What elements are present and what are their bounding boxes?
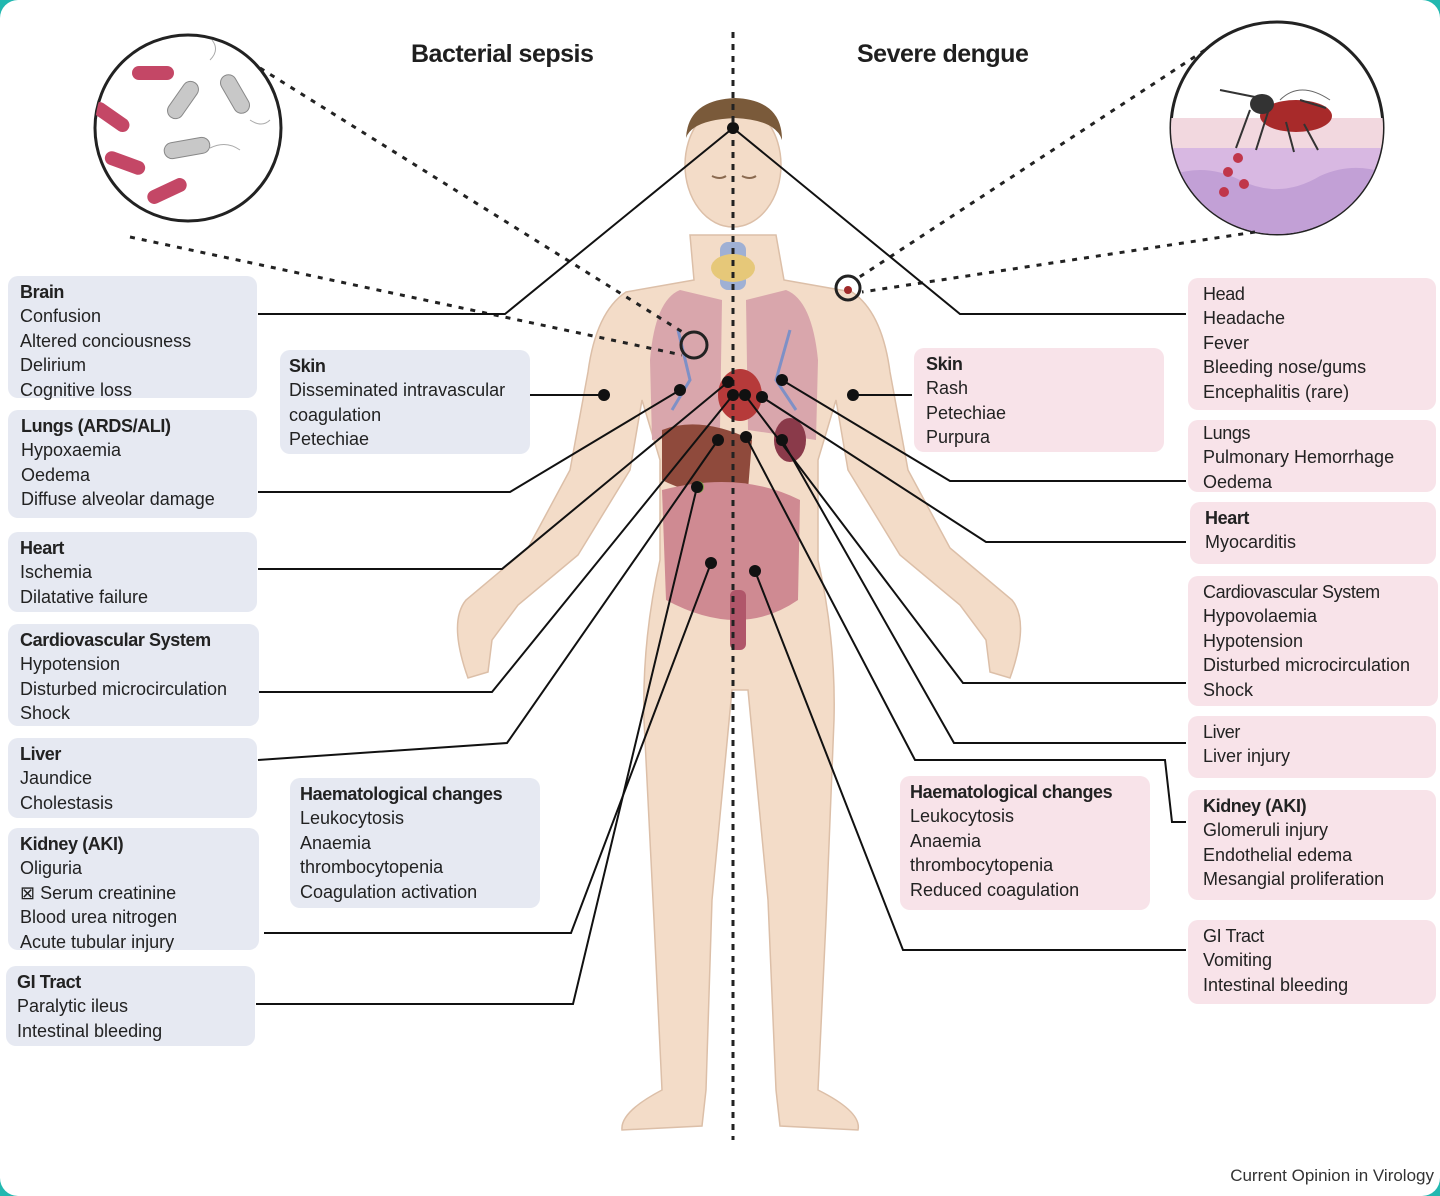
box-sepsis-cardiovascular: Cardiovascular System Hypotension Distur…: [8, 624, 259, 726]
box-dengue-heart: Heart Myocarditis: [1190, 502, 1436, 564]
box-item: Disseminated intravascular: [289, 378, 518, 402]
title-severe-dengue: Severe dengue: [857, 40, 1028, 69]
box-sepsis-lungs: Lungs (ARDS/ALI) Hypoxaemia Oedema Diffu…: [8, 410, 257, 518]
box-heading: Heart: [1205, 506, 1424, 530]
box-item: Hypovolaemia: [1203, 604, 1426, 628]
human-body-icon: [457, 98, 1020, 1130]
box-item: Altered conciousness: [20, 329, 245, 353]
box-heading: Liver: [20, 742, 245, 766]
box-item: Rash: [926, 376, 1152, 400]
box-item: Blood urea nitrogen: [20, 905, 247, 929]
box-item: Endothelial edema: [1203, 843, 1424, 867]
box-item: Dilatative failure: [20, 585, 245, 609]
box-item: Shock: [1203, 678, 1426, 702]
box-item: Petechiae: [289, 427, 518, 451]
box-sepsis-liver: Liver Jaundice Cholestasis: [8, 738, 257, 818]
box-heading: Heart: [20, 536, 245, 560]
box-item: Reduced coagulation: [910, 878, 1138, 902]
box-item: Cholestasis: [20, 791, 245, 815]
box-item: Cognitive loss: [20, 378, 245, 402]
box-heading: Cardiovascular System: [20, 628, 247, 652]
box-heading: Head: [1203, 282, 1424, 306]
mosquito-icon: [1160, 22, 1400, 240]
box-item: Oedema: [21, 463, 245, 487]
box-item: Disturbed microcirculation: [20, 677, 247, 701]
box-item: Coagulation activation: [300, 880, 528, 904]
box-sepsis-heart: Heart Ischemia Dilatative failure: [8, 532, 257, 612]
box-item: Paralytic ileus: [17, 994, 243, 1018]
box-dengue-head: Head Headache Fever Bleeding nose/gums E…: [1188, 278, 1436, 410]
box-item: Delirium: [20, 353, 245, 377]
box-heading: Liver: [1203, 720, 1424, 744]
box-item: Pulmonary Hemorrhage: [1203, 445, 1424, 469]
box-sepsis-haematological: Haematological changes Leukocytosis Anae…: [290, 778, 540, 908]
title-bacterial-sepsis: Bacterial sepsis: [411, 40, 593, 69]
box-item: Shock: [20, 701, 247, 725]
box-item: Myocarditis: [1205, 530, 1424, 554]
box-item: Fever: [1203, 331, 1424, 355]
box-item: Anaemia: [910, 829, 1138, 853]
box-item: Hypotension: [20, 652, 247, 676]
box-item: Leukocytosis: [910, 804, 1138, 828]
box-item: Hypotension: [1203, 629, 1426, 653]
box-item: coagulation: [289, 403, 518, 427]
box-sepsis-gi-tract: GI Tract Paralytic ileus Intestinal blee…: [6, 966, 255, 1046]
box-heading: GI Tract: [1203, 924, 1424, 948]
box-dengue-cardiovascular: Cardiovascular System Hypovolaemia Hypot…: [1188, 576, 1438, 706]
box-dengue-gi-tract: GI Tract Vomiting Intestinal bleeding: [1188, 920, 1436, 1004]
box-item: Leukocytosis: [300, 806, 528, 830]
box-item: Diffuse alveolar damage: [21, 487, 245, 511]
box-heading: Haematological changes: [300, 782, 528, 806]
box-item: Anaemia: [300, 831, 528, 855]
box-item: Petechiae: [926, 401, 1152, 425]
box-heading: Kidney (AKI): [20, 832, 247, 856]
box-heading: Kidney (AKI): [1203, 794, 1424, 818]
box-item: Headache: [1203, 306, 1424, 330]
box-heading: Lungs: [1203, 421, 1424, 445]
box-item: thrombocytopenia: [910, 853, 1138, 877]
box-dengue-haematological: Haematological changes Leukocytosis Anae…: [900, 776, 1150, 910]
box-item: Disturbed microcirculation: [1203, 653, 1426, 677]
box-heading: Cardiovascular System: [1203, 580, 1426, 604]
box-heading: Lungs (ARDS/ALI): [21, 414, 245, 438]
box-dengue-kidney: Kidney (AKI) Glomeruli injury Endothelia…: [1188, 790, 1436, 900]
box-sepsis-skin: Skin Disseminated intravascular coagulat…: [280, 350, 530, 454]
box-item: Encephalitis (rare): [1203, 380, 1424, 404]
box-item: Purpura: [926, 425, 1152, 449]
journal-credit: Current Opinion in Virology: [1230, 1166, 1434, 1186]
box-item: Jaundice: [20, 766, 245, 790]
box-heading: Brain: [20, 280, 245, 304]
box-heading: Skin: [926, 352, 1152, 376]
box-item: Bleeding nose/gums: [1203, 355, 1424, 379]
box-heading: Haematological changes: [910, 780, 1138, 804]
box-item: Acute tubular injury: [20, 930, 247, 954]
box-dengue-lungs: Lungs Pulmonary Hemorrhage Oedema: [1188, 420, 1436, 492]
box-item: Liver injury: [1203, 744, 1424, 768]
box-item: Confusion: [20, 304, 245, 328]
box-heading: Skin: [289, 354, 518, 378]
box-item: Vomiting: [1203, 948, 1424, 972]
box-item: Oliguria: [20, 856, 247, 880]
box-sepsis-brain: Brain Confusion Altered conciousness Del…: [8, 276, 257, 398]
box-item: Intestinal bleeding: [1203, 973, 1424, 997]
box-dengue-skin: Skin Rash Petechiae Purpura: [914, 348, 1164, 452]
box-sepsis-kidney: Kidney (AKI) Oliguria ⊠ Serum creatinine…: [8, 828, 259, 950]
box-item: ⊠ Serum creatinine: [20, 881, 247, 905]
box-item: Oedema: [1203, 470, 1424, 494]
bacteria-icon: [90, 35, 281, 221]
box-item: Mesangial proliferation: [1203, 867, 1424, 891]
box-item: Intestinal bleeding: [17, 1019, 243, 1043]
box-item: Glomeruli injury: [1203, 818, 1424, 842]
box-item: Hypoxaemia: [21, 438, 245, 462]
box-item: Ischemia: [20, 560, 245, 584]
box-item: thrombocytopenia: [300, 855, 528, 879]
box-heading: GI Tract: [17, 970, 243, 994]
box-dengue-liver: Liver Liver injury: [1188, 716, 1436, 778]
